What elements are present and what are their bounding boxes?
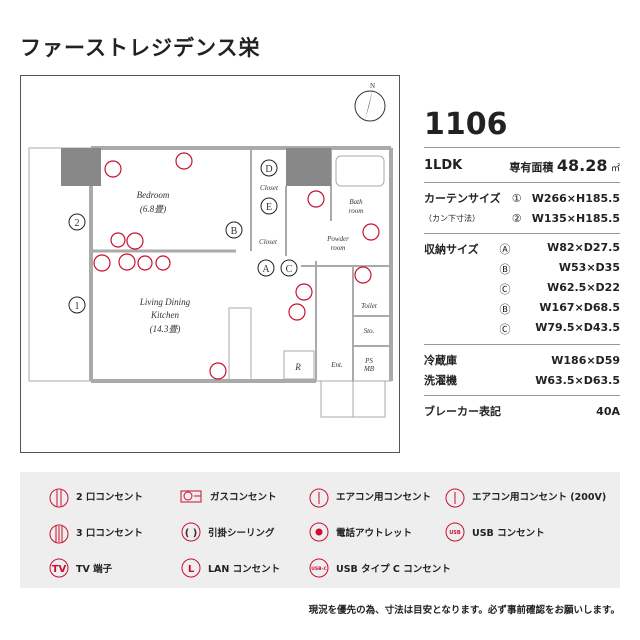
washer-value: W63.5×D63.5 [535,373,620,387]
disclaimer-note: 現況を優先の為、寸法は目安となります。必ず事前確認をお願いします。 [308,605,620,616]
marker-c: C [280,259,298,277]
storage-mark: Ⓐ [499,243,511,256]
unit-number: 1106 [424,107,508,142]
curtain-label: カーテンサイズ [424,192,501,205]
fridge-label: 冷蔵庫 [424,354,457,367]
breaker-label: ブレーカー表記 [424,405,501,418]
outlet-2-icon [49,488,69,508]
curtain-sub-label: （カン下寸法） [424,213,480,223]
marker-b: B [225,221,243,239]
svg-text:room: room [349,207,364,215]
svg-text:Closet: Closet [260,184,279,192]
phone-outlet-icon [309,522,329,542]
svg-text:E: E [266,202,272,213]
marker-e: E [260,197,278,215]
property-title: ファーストレジデンス栄 [20,36,261,60]
svg-text:B: B [231,226,238,237]
storage-value: W62.5×D22 [547,281,620,294]
svg-text:2: 2 [75,218,80,229]
unit-info-panel: 1106 1LDK 専有面積 48.28 ㎡ カーテンサイズ ① W266×H185… [424,108,620,421]
storage-mark: Ⓑ [499,303,511,316]
legend-item: 2 口コンセント [48,484,143,508]
svg-text:Closet: Closet [259,238,278,246]
svg-text:Sto.: Sto. [364,327,375,335]
svg-text:R: R [294,362,301,372]
column [61,148,101,186]
gas-outlet-icon [180,490,202,503]
marker-window-1: 1 [68,296,86,314]
legend-item: ( )引掛シーリング [180,520,275,544]
area-label: 専有面積 [509,160,554,174]
svg-text:Living Dining: Living Dining [139,297,191,307]
outlets [93,152,380,380]
ac-outlet-icon [309,488,329,508]
svg-text:Powder: Powder [326,235,349,243]
svg-text:room: room [331,244,346,252]
svg-text:Kitchen: Kitchen [150,310,179,320]
fridge-value: W186×D59 [551,353,620,367]
floor-plan: N Bedroom (6.8畳) Living Dining Kitchen (… [20,75,400,453]
svg-text:Ent.: Ent. [330,361,343,369]
curtain-mark: ② [511,211,522,225]
svg-text:Bath: Bath [349,198,363,206]
svg-text:Toilet: Toilet [361,302,378,310]
svg-text:A: A [262,264,270,275]
outlet-3-icon [49,524,69,544]
svg-text:USB-C: USB-C [311,566,327,572]
area-value: 48.28 [556,155,608,175]
marker-d: D [260,159,278,177]
legend-item: エアコン用コンセント [308,484,431,508]
svg-text:USB: USB [449,530,461,536]
legend-item: ガスコンセント [180,484,277,508]
legend: 2 口コンセント ガスコンセント エアコン用コンセント エアコン用コンセント (… [20,472,620,588]
svg-text:C: C [286,264,293,275]
curtain-value: W135×H185.5 [531,211,620,225]
marker-window-2: 2 [68,213,86,231]
svg-text:PS: PS [364,357,373,365]
curtain-value: W266×H185.5 [531,191,620,205]
ac-200v-outlet-icon [445,488,465,508]
breaker-value: 40A [596,404,620,418]
svg-text:L: L [188,564,195,575]
tv-outlet-icon: TV [49,558,69,578]
usb-c-outlet-icon: USB-C [309,558,329,578]
svg-text:MB: MB [363,365,375,373]
svg-text:(6.8畳): (6.8畳) [140,204,166,214]
washer-label: 洗濯機 [424,374,457,387]
lan-outlet-icon: L [181,558,201,578]
ceiling-hook-icon: ( ) [181,522,201,542]
curtain-mark: ① [511,191,522,205]
walls [28,146,393,418]
layout-type: 1LDK [424,157,463,173]
marker-a: A [257,259,275,277]
storage-value: W82×D27.5 [547,241,620,254]
storage-mark: Ⓒ [499,283,511,296]
storage-value: W53×D35 [558,261,620,274]
usb-outlet-icon: USB [445,522,465,542]
storage-mark: Ⓑ [499,263,511,276]
storage-value: W167×D68.5 [539,301,620,314]
svg-text:(14.3畳): (14.3畳) [150,324,181,334]
storage-label: 収納サイズ [424,243,479,256]
svg-text:Bedroom: Bedroom [137,190,170,200]
area-unit: ㎡ [610,163,620,174]
svg-text:1: 1 [75,301,80,312]
svg-text:D: D [265,164,272,175]
compass: N [354,82,386,122]
legend-item: 3 口コンセント [48,520,143,544]
legend-item: エアコン用コンセント (200V) [444,484,606,508]
svg-text:( ): ( ) [185,528,198,539]
svg-text:N: N [370,82,375,90]
legend-item: 電話アウトレット [308,520,412,544]
column [286,148,331,186]
storage-mark: Ⓒ [499,323,511,336]
storage-value: W79.5×D43.5 [535,321,620,334]
svg-text:TV: TV [52,564,67,575]
